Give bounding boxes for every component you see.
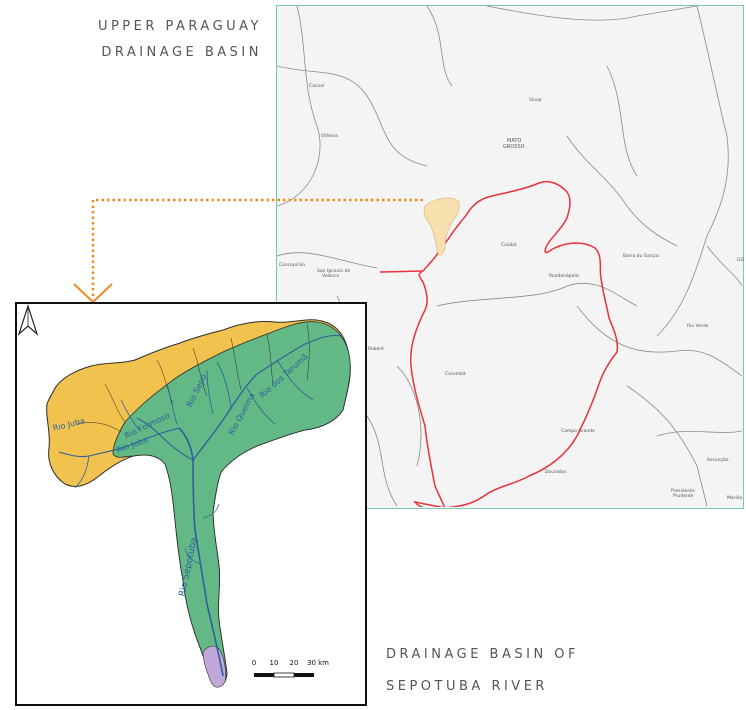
sepotuba-basin-caption: DRAINAGE BASIN OF SEPOTUBA RIVER [386,642,579,700]
boundary-line [656,6,729,337]
boundary-line [486,6,698,21]
place-assuncao: Assunção [707,458,729,463]
place-barra: Barra do Garças [623,254,660,259]
place-cacoal: Cacoal [309,84,325,89]
subcatchment-line [104,383,126,423]
boundary-line [436,282,638,307]
place-corumba: Corumbá [445,372,466,377]
river-taruma-line [256,334,342,375]
region-map-svg [277,6,742,507]
scale-segment [294,673,314,677]
upper-paraguay-outline [379,180,619,507]
place-campo-grande: Campo Grande [561,429,595,434]
river-sepotuba-line [178,427,224,677]
upper-caption-line1: UPPER PARAGUAY [97,19,262,34]
lower-caption-line1: DRAINAGE BASIN OF [386,647,580,662]
place-rio-verde: Rio Verde [687,324,709,329]
subcatchment-line [306,323,310,381]
place-dourados: Dourados [545,470,567,475]
place-robore: Roboré [368,347,384,352]
place-mato: MATO [507,138,522,144]
river-tributary [276,359,314,401]
river-tributary [202,503,220,519]
scale-bar: 0 10 20 30 km [252,659,332,685]
place-prudente: Prudente [673,494,694,499]
boundary-line [566,135,678,247]
river-tributary [120,399,140,431]
subcatchment-lines [76,323,310,433]
subcatchment-line [76,422,122,433]
subcatchment-line [230,337,242,391]
subcatchment-line [156,359,174,405]
upper-basin-caption: UPPER PARAGUAY DRAINAGE BASIN [40,14,262,66]
place-presidente: Presidente [671,489,695,494]
subcatchment-line [192,347,208,397]
place-velasco: Velasco [322,274,340,279]
place-go: GO [737,258,745,263]
boundary-line [426,6,453,87]
scale-tick-0: 0 [251,659,257,667]
boundary-line [706,245,742,287]
river-tributary [216,361,232,409]
scale-segment [254,673,274,677]
subcatchment-line [266,333,274,387]
place-grosso: GROSSO [503,144,525,150]
upper-caption-line2: DRAINAGE BASIN [101,45,262,60]
river-tributary [206,369,214,415]
scale-tick-30: 30 km [306,659,330,667]
scale-segment [273,672,295,678]
boundary-line [606,65,638,177]
river-queima-line [192,373,258,461]
boundary-line [656,430,742,437]
boundary-line [277,6,321,207]
boundary-line [576,305,742,377]
place-cuiaba: Cuiabá [501,243,517,248]
place-rondonopolis: Rondonópolis [549,274,580,279]
boundary-line [396,365,422,467]
place-vilhena: Vilhena [321,134,338,139]
river-juba-line [58,427,180,458]
boundary-line [277,65,428,167]
river-tributary [166,383,178,425]
river-formoso-line [136,417,194,461]
place-marilia: Marília [727,496,742,501]
place-sinop: Sinop [529,98,542,103]
north-arrow-icon [17,304,39,336]
sepotuba-basin-map: Rio Juba Rio Formoso Rio Juba Rio Sepotu… [15,302,367,706]
basin-green-area [112,321,351,687]
river-tributary [184,547,202,565]
river-tributary [74,455,90,489]
boundary-line [626,385,708,507]
basin-map-svg [46,319,351,688]
scale-tick-10: 10 [269,659,279,667]
scale-bar-graphic [254,672,314,678]
river-tributary [246,387,276,425]
place-concepcion: Concepción [279,263,306,268]
lower-caption-line2: SEPOTUBA RIVER [386,679,548,694]
sepotuba-subbasin-highlight [423,197,460,256]
scale-tick-20: 20 [289,659,299,667]
river-network [58,334,342,677]
chevron-down-icon [73,283,113,304]
